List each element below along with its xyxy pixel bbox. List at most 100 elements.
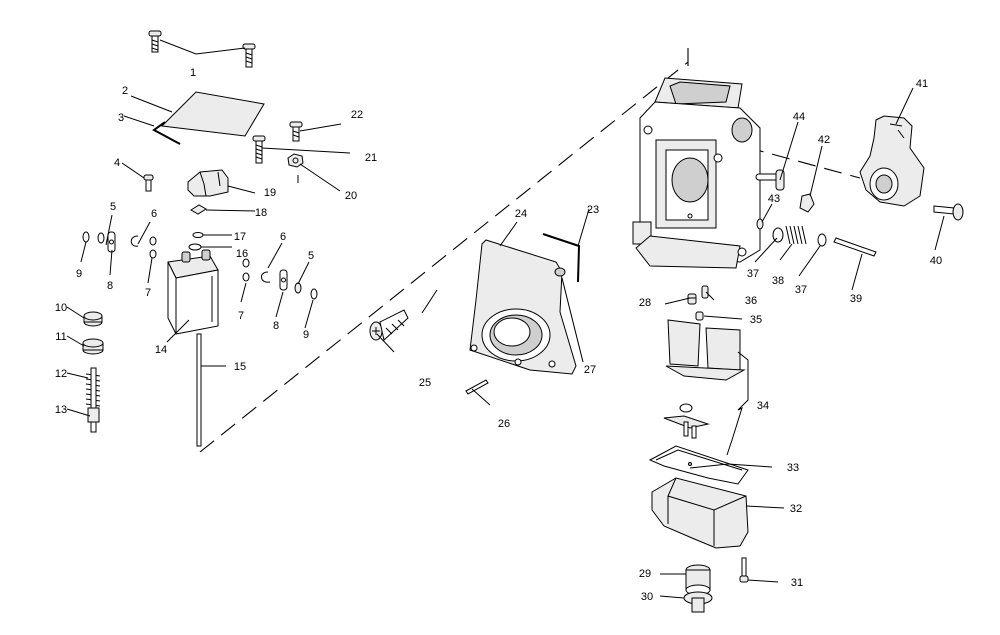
callout-labels: 1 2 3 4 5 6 7 8 9 10 11 12 13 14 15 16 1… — [55, 67, 942, 603]
callout-36: 36 — [745, 295, 757, 307]
part-30-plug-ring — [683, 591, 713, 613]
callout-21: 21 — [365, 152, 377, 164]
part-2-cover-plate — [160, 91, 265, 137]
part-36-jet — [701, 285, 709, 299]
callout-20: 20 — [345, 190, 357, 202]
part-33-gasket — [648, 445, 749, 485]
part-22-screw — [289, 121, 303, 142]
callout-3: 3 — [118, 112, 124, 124]
callout-10: 10 — [55, 302, 67, 314]
callout-34: 34 — [757, 400, 769, 412]
callout-30: 30 — [641, 591, 653, 603]
callout-26: 26 — [498, 418, 510, 430]
part-5-washer-left — [97, 232, 105, 244]
callout-7-left: 7 — [145, 287, 151, 299]
center-line-group — [199, 48, 861, 453]
callout-8-right: 8 — [273, 320, 279, 332]
callout-14: 14 — [155, 344, 167, 356]
callout-16: 16 — [236, 248, 248, 260]
part-7-bushings-left — [149, 236, 157, 259]
part-29-drain-plug — [685, 564, 711, 596]
part-20-nut — [287, 153, 304, 168]
callout-37-right: 37 — [795, 284, 807, 296]
part-11-nut — [82, 338, 104, 355]
part-26-pin — [465, 379, 489, 395]
part-42-cap — [799, 193, 815, 213]
callout-23: 23 — [587, 204, 599, 216]
callout-33: 33 — [787, 462, 799, 474]
part-14-throttle-slide — [167, 249, 219, 335]
part-5-washer-right — [294, 282, 302, 294]
callout-15: 15 — [234, 361, 246, 373]
part-10-cap — [83, 311, 103, 327]
part-7-bushings-right — [242, 258, 250, 282]
callout-1: 1 — [190, 67, 196, 79]
callout-9-right: 9 — [303, 329, 309, 341]
part-23-gasket — [542, 233, 581, 283]
part-43-washer — [756, 218, 764, 230]
part-37-washer-b — [817, 233, 827, 247]
callout-44: 44 — [793, 111, 805, 123]
callout-38: 38 — [772, 275, 784, 287]
part-41-throttle-lever — [859, 115, 925, 207]
callout-24: 24 — [515, 208, 527, 220]
callout-5-right: 5 — [308, 250, 314, 262]
callout-19: 19 — [264, 187, 276, 199]
callout-4: 4 — [114, 157, 120, 169]
callout-27: 27 — [584, 364, 596, 376]
callout-13: 13 — [55, 404, 67, 416]
callout-43: 43 — [768, 193, 780, 205]
part-28-jet — [687, 293, 697, 305]
callout-39: 39 — [850, 293, 862, 305]
part-37-washer-a — [772, 227, 784, 243]
callout-31: 31 — [791, 577, 803, 589]
callout-12: 12 — [55, 368, 67, 380]
part-19-bracket — [187, 169, 229, 197]
part-6-clip-right — [261, 271, 271, 283]
callout-5-left: 5 — [110, 201, 116, 213]
callout-42: 42 — [818, 134, 830, 146]
callout-6-right: 6 — [280, 231, 286, 243]
part-32-float-bowl — [651, 477, 749, 549]
part-8-plate-right — [279, 269, 288, 291]
part-17-ring — [192, 232, 204, 238]
callout-28: 28 — [639, 297, 651, 309]
callout-8-left: 8 — [107, 280, 113, 292]
callout-9-left: 9 — [76, 268, 82, 280]
part-31-screw — [739, 557, 749, 583]
leader-lines — [66, 39, 945, 599]
callout-17: 17 — [234, 231, 246, 243]
callout-22: 22 — [351, 109, 363, 121]
callout-18: 18 — [255, 207, 267, 219]
part-25-pilot-screw — [369, 309, 409, 341]
part-18-clip — [190, 204, 207, 215]
part-39-pin — [833, 237, 877, 257]
callout-37-left: 37 — [747, 268, 759, 280]
part-15-needle — [196, 333, 202, 447]
part-3-gasket — [152, 121, 181, 145]
part-carburetor-body — [632, 77, 761, 269]
part-1-screws — [148, 30, 256, 68]
part-40-bolt — [933, 203, 964, 221]
part-34-float-assembly — [663, 319, 746, 439]
callout-29: 29 — [639, 568, 651, 580]
part-24-intake-plate — [469, 239, 577, 375]
callout-41: 41 — [916, 78, 928, 90]
callout-7-right: 7 — [238, 310, 244, 322]
part-8-plate-left — [107, 231, 116, 253]
callout-40: 40 — [930, 255, 942, 267]
part-9-washer-left — [82, 231, 90, 243]
part-4-screw — [143, 174, 154, 192]
callout-11: 11 — [55, 331, 66, 343]
part-35-jet — [695, 311, 704, 321]
callout-25: 25 — [419, 377, 431, 389]
callout-2: 2 — [122, 85, 128, 97]
part-16-ring — [188, 243, 202, 251]
callout-32: 32 — [790, 503, 802, 515]
callout-35: 35 — [750, 314, 762, 326]
part-38-spring — [785, 225, 807, 245]
part-21-screw — [252, 135, 266, 164]
part-6-clip-left — [130, 235, 139, 247]
callout-6-left: 6 — [151, 208, 157, 220]
